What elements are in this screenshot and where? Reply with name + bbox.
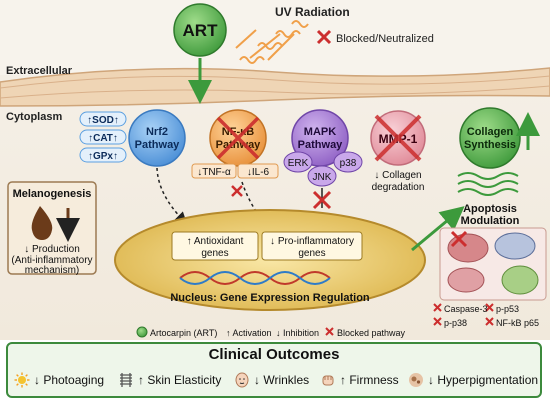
membrane-line-inner [0,85,550,99]
proinflammatory-line2: genes [298,248,325,259]
outcome-firmness-label: ↑ Firmness [340,373,399,387]
nrf2-enzyme-list: ↑SOD↑ ↑CAT↑ ↑GPx↑ [79,111,127,163]
nucleus-title: Nucleus: Gene Expression Regulation [170,292,370,304]
outcome-photoaging: ↓ Photoaging [14,372,104,388]
mmp1-blocked-x-icon [374,114,422,162]
nucleus-to-collagen-arrow [411,206,465,252]
jnk-node [307,165,337,187]
tnf-label: ↓TNF-α [197,167,231,178]
outcome-wrinkles-label: ↓ Wrinkles [254,373,310,387]
legend-art-icon [136,326,148,338]
enzyme-gpx: ↑GPx↑ [88,151,118,162]
tnf-box [191,163,237,179]
il6-label: ↓IL-6 [247,167,270,178]
nrf2-to-nucleus-arrow [156,167,188,225]
clinical-outcomes-title: Clinical Outcomes [208,346,340,363]
marker-nfkb-p65: NF-kB p65 [496,318,539,328]
art-label: ART [183,21,219,40]
melanogenesis-line3: mechanism) [25,265,79,276]
melanogenesis-line2: (Anti-inflammatory [11,255,92,266]
membrane-line-outer [0,75,550,89]
uv-blocked-label: Blocked/Neutralized [336,33,434,45]
clinical-outcomes-panel: Clinical Outcomes ↓ Photoaging ↑ Skin El… [6,342,542,398]
pigment-spot-icon [409,373,423,387]
legend-blocked-label: Blocked pathway [337,328,406,338]
outcome-photoaging-label: ↓ Photoaging [34,373,105,387]
p38-label: p38 [340,158,357,169]
mapk-blocked-x-icon [312,190,332,210]
proinflammatory-line1: ↓ Pro-inflammatory [270,236,354,247]
nrf2-line2: Pathway [135,139,181,151]
melanogenesis-line1: ↓ Production [24,244,80,255]
nrf2-circle [128,109,186,167]
apoptosis-blocked-x-icon [450,230,468,248]
outcome-hyperpigmentation: ↓ Hyperpigmentation [408,372,538,388]
mapk-line1: MAPK [304,126,336,138]
enzyme-cat: ↑CAT↑ [88,133,118,144]
antioxidant-line2: genes [201,248,228,259]
melanogenesis-title: Melanogenesis [13,188,92,200]
outcome-skin-elasticity-label: ↑ Skin Elasticity [138,373,222,387]
legend-inhibition-label: ↓ Inhibition [276,328,319,338]
art-circle [173,3,227,57]
legend-art-label: Artocarpin (ART) [150,328,217,338]
cytoplasm-label: Cytoplasm [6,111,62,123]
outcome-firmness: ↑ Firmness [320,372,399,388]
melanin-droplet-icon [31,206,53,240]
legend-blocked-icon [325,327,334,336]
outcome-hyperpigmentation-label: ↓ Hyperpigmentation [428,373,539,387]
spring-icon [120,373,132,387]
jnk-label: JNK [313,172,332,183]
apoptosis-line1: Apoptosis [463,203,517,215]
marker-pp38: p-p38 [444,318,467,328]
uv-rays [235,20,309,64]
apoptosis-markers: Caspase-3 p-p53 p-p38 NF-kB p65 [433,303,539,328]
fist-icon [322,375,334,386]
uv-title: UV Radiation [275,5,350,19]
extracellular-label: Extracellular [6,65,73,77]
legend: Artocarpin (ART) ↑ Activation ↓ Inhibiti… [136,326,406,338]
sun-icon [14,372,30,388]
collagen-line2: Synthesis [464,139,516,151]
collagen-circle [459,107,521,169]
apoptosis-line2: Modulation [461,215,520,227]
proinflammatory-genes-box [261,231,363,261]
outcome-wrinkles: ↓ Wrinkles [234,372,309,388]
antioxidant-line1: ↑ Antioxidant [187,236,244,247]
erk-node [283,151,313,173]
p38-node [333,151,363,173]
nfkb-arrow-block-icon [231,185,243,197]
collagen-fibers-icon [457,172,519,196]
uv-blocked-x-icon [316,29,332,45]
il6-box [237,163,279,179]
collagen-line1: Collagen [467,126,514,138]
face-icon [235,372,249,388]
mapk-line2: Pathway [298,139,344,151]
nfkb-blocked-x-icon [216,116,260,160]
enzyme-sod: ↑SOD↑ [87,115,119,126]
erk-label: ERK [288,158,309,169]
nrf2-line1: Nrf2 [146,126,168,138]
mmp1-effect-line1: ↓ Collagen [374,170,421,181]
marker-caspase3: Caspase-3 [444,304,488,314]
dna-helix-icon [179,271,331,285]
mmp1-effect-line2: degradation [372,182,425,193]
legend-activation-label: ↑ Activation [226,328,272,338]
antioxidant-genes-box [171,231,259,261]
marker-pp53: p-p53 [496,304,519,314]
outcome-skin-elasticity: ↑ Skin Elasticity [118,372,221,388]
